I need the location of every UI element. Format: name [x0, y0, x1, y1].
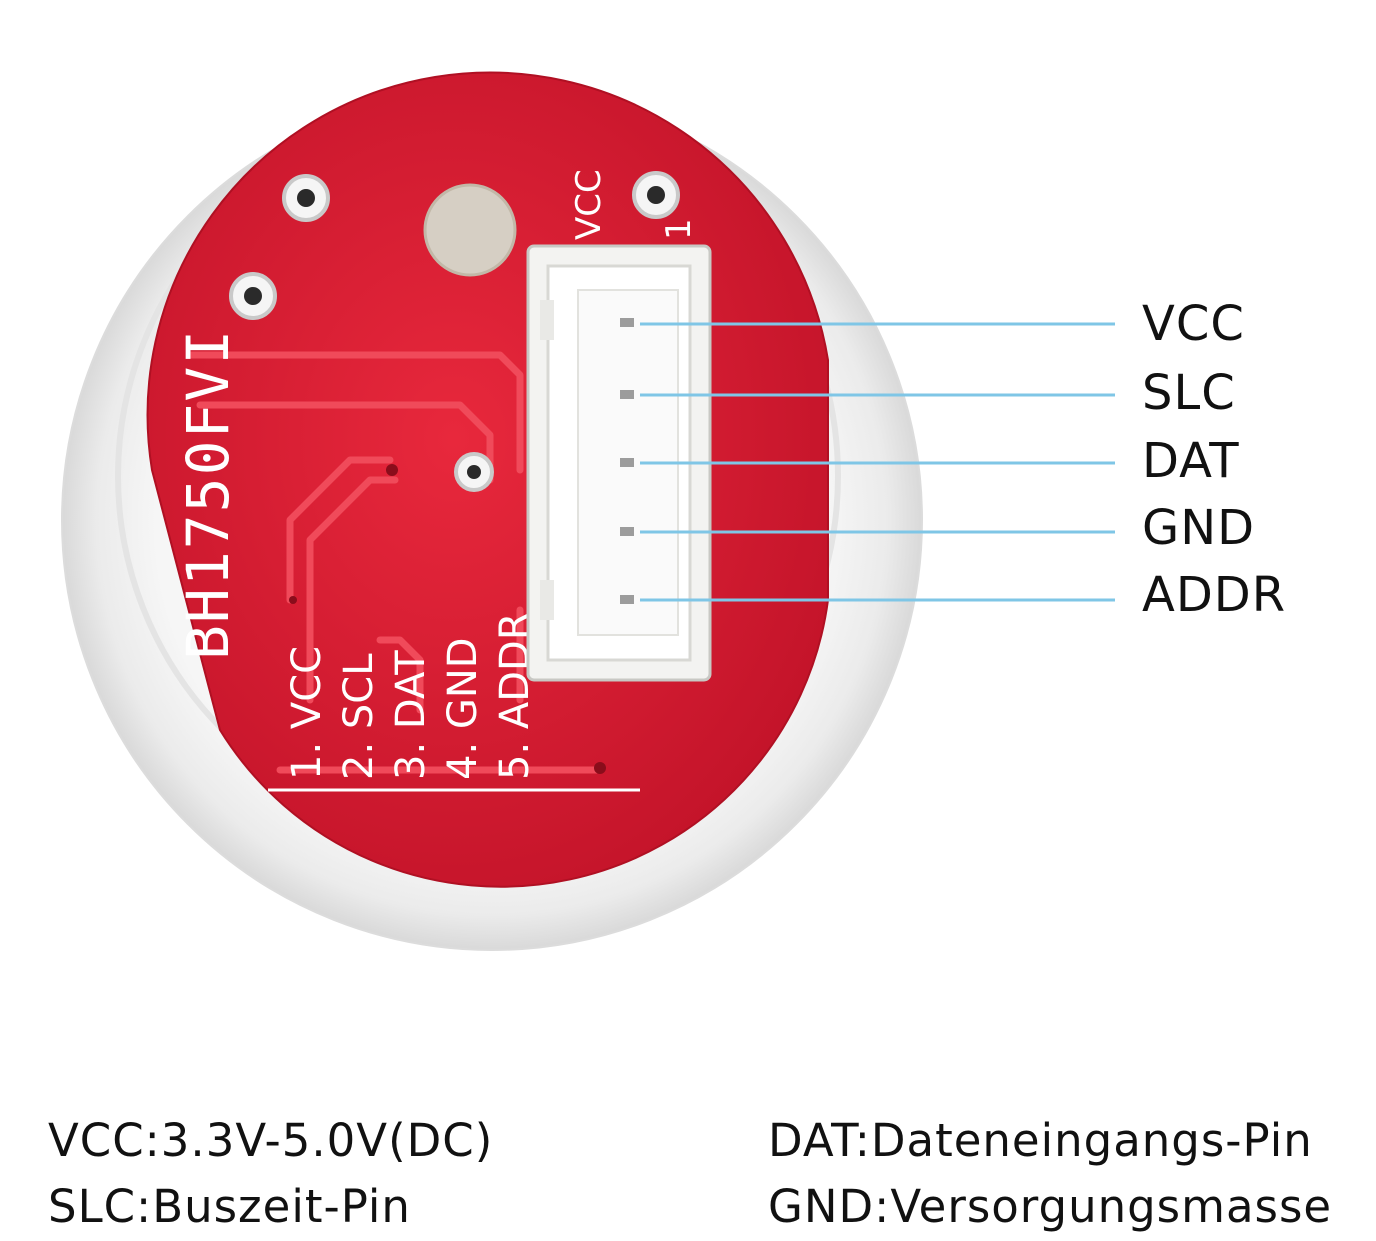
pin-one-mark: 1	[659, 218, 699, 240]
silk-pin-1: 1. VCC	[284, 646, 330, 780]
connector-pin-5	[620, 595, 634, 604]
connector-silk-label: VCC	[569, 169, 609, 240]
sensor-module-illustration: BH1750FVI VCC 1 1. VCC 2. SCL 3. DAT 4. …	[61, 71, 1115, 951]
callout-label-dat: DAT	[1142, 433, 1240, 489]
callout-label-addr: ADDR	[1142, 567, 1287, 623]
spec-vcc: VCC:3.3V-5.0V(DC)	[48, 1114, 494, 1167]
connector-pin-2	[620, 390, 634, 399]
spec-dat: DAT:Dateneingangs-Pin	[768, 1114, 1313, 1167]
pcb-board: BH1750FVI VCC 1 1. VCC 2. SCL 3. DAT 4. …	[146, 71, 829, 888]
silk-pin-4: 4. GND	[440, 637, 486, 780]
callout-label-vcc: VCC	[1142, 296, 1245, 352]
chip-label: BH1750FVI	[174, 328, 242, 660]
connector-pin-4	[620, 527, 634, 536]
callout-label-slc: SLC	[1142, 365, 1236, 421]
jst-connector	[526, 244, 712, 682]
callout-lines	[640, 322, 1115, 602]
spec-gnd: GND:Versorgungsmasse	[768, 1180, 1333, 1233]
pcb-traces	[186, 351, 604, 774]
connector-pin-1	[620, 318, 634, 327]
silk-pin-2: 2. SCL	[336, 653, 382, 780]
silk-pin-3: 3. DAT	[388, 650, 434, 780]
mounting-holes	[229, 171, 680, 774]
callout-label-gnd: GND	[1142, 500, 1256, 556]
spec-slc: SLC:Buszeit-Pin	[48, 1180, 411, 1233]
connector-pin-3	[620, 458, 634, 467]
